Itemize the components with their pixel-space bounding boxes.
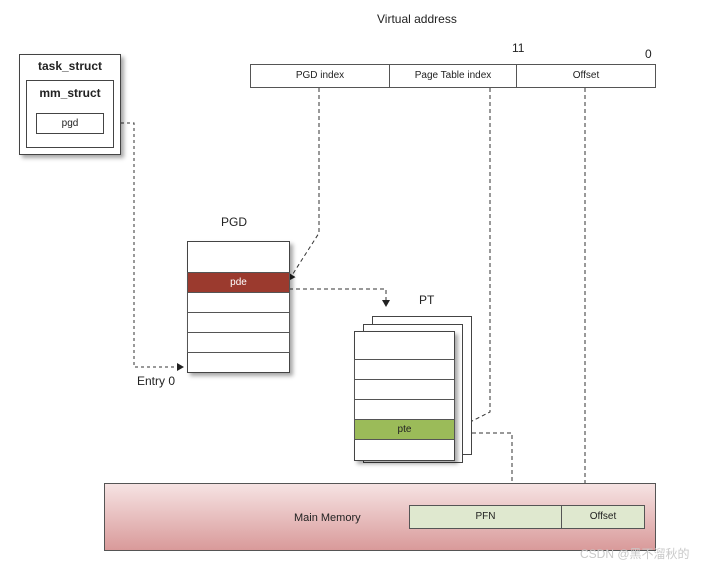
va-field-offset-label: Offset: [572, 70, 600, 81]
virtual-address-title: Virtual address: [377, 12, 457, 26]
pfn-field: PFN: [409, 505, 562, 529]
pde-label: pde: [230, 276, 247, 288]
pte-label: pte: [397, 423, 412, 435]
pgd-index-to-pde-line: [288, 88, 320, 281]
mm-struct-box: mm_struct pgd: [26, 80, 114, 148]
va-field-page-table-index: Page Table index: [389, 64, 517, 88]
pgd-to-entry0-line: [103, 122, 184, 371]
pt-index-to-pte-line: [457, 88, 491, 429]
task-struct-box: task_struct mm_struct pgd: [19, 54, 121, 155]
pfn-label: PFN: [475, 511, 496, 522]
entry-0-label: Entry 0: [137, 374, 176, 388]
pt-row: [354, 379, 455, 400]
pde-to-pt-line: [289, 288, 390, 307]
pt-row: [354, 359, 455, 380]
bit-index-low: 0: [645, 47, 652, 61]
task-struct-title: task_struct: [37, 59, 103, 73]
pgd-field-label: pgd: [61, 117, 79, 129]
watermark-text: CSDN @黑不溜秋的: [580, 547, 690, 561]
pgd-row: [187, 312, 290, 333]
va-field-pgd-index-label: PGD index: [295, 70, 345, 81]
pgd-row: [187, 292, 290, 313]
memory-offset-field: Offset: [561, 505, 645, 529]
pgd-row: [187, 332, 290, 353]
pgd-field: pgd: [36, 113, 104, 134]
pgd-table-title: PGD: [221, 215, 248, 229]
va-field-pgd-index: PGD index: [250, 64, 390, 88]
va-field-page-table-index-label: Page Table index: [414, 70, 492, 81]
main-memory-block: Main Memory PFN Offset: [104, 483, 656, 551]
pt-table: pte: [354, 331, 455, 461]
bit-index-high: 11: [512, 41, 525, 55]
pgd-table: pde: [187, 241, 290, 373]
va-field-offset: Offset: [516, 64, 656, 88]
main-memory-title: Main Memory: [294, 512, 361, 524]
mm-struct-title: mm_struct: [39, 86, 101, 100]
memory-offset-label: Offset: [589, 511, 617, 522]
pde-row: pde: [187, 272, 290, 293]
pt-row: [354, 399, 455, 420]
pte-to-pfn-line: [458, 432, 516, 506]
pte-row: pte: [354, 419, 455, 440]
pt-table-title: PT: [419, 293, 435, 307]
